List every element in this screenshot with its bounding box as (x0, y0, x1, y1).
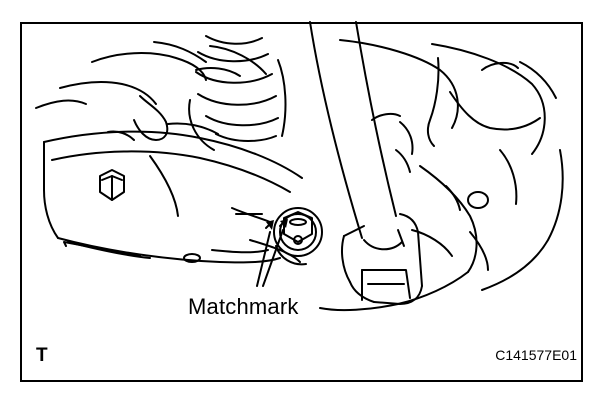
matchmark-marks (266, 219, 288, 230)
arm-bolt (99, 169, 125, 201)
view-letter: T (36, 345, 48, 366)
matchmark-leaders (256, 219, 287, 287)
cam-bolt (273, 207, 323, 266)
coil-spring (188, 35, 287, 151)
stabilizer-link (309, 21, 403, 251)
figure-code: C141577E01 (495, 347, 577, 363)
matchmark-callout: Matchmark (188, 294, 299, 319)
link-joint (341, 213, 423, 305)
steering-knuckle (319, 39, 564, 312)
lower-control-arm (43, 130, 303, 264)
